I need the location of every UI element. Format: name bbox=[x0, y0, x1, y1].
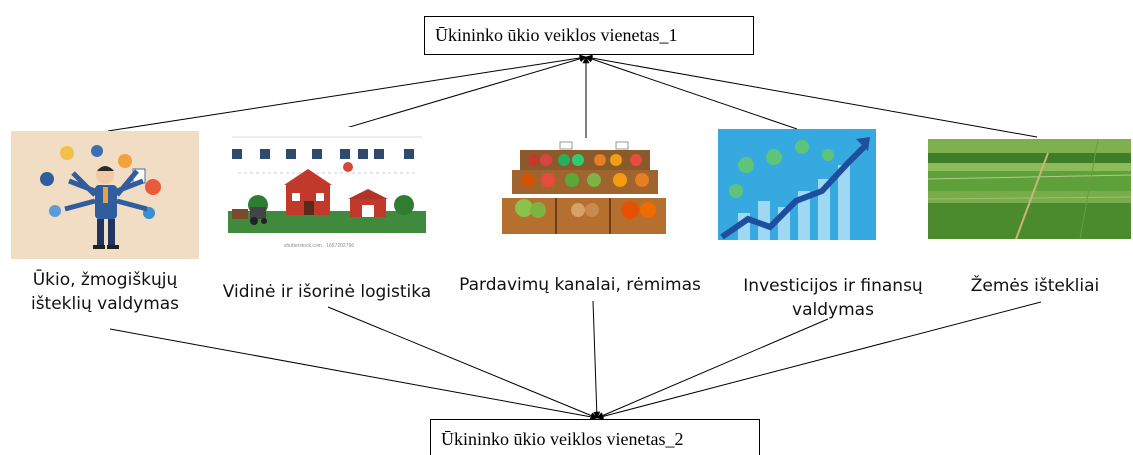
farm-logistics-image: shutterstock.com · 1657202796 bbox=[228, 127, 426, 255]
arrow-category4-to-top bbox=[585, 55, 798, 130]
top-node-box: Ūkininko ūkio veiklos vienetas_1 bbox=[424, 16, 754, 55]
vegetable-market-illustration bbox=[502, 141, 666, 234]
arrow-category4-to-bottom bbox=[596, 318, 829, 419]
top-node-label: Ūkininko ūkio veiklos vienetas_1 bbox=[435, 25, 678, 45]
bottom-node-box: Ūkininko ūkio veiklos vienetas_2 bbox=[430, 419, 760, 455]
arrow-category3-to-bottom bbox=[592, 300, 601, 419]
manager-illustration bbox=[40, 145, 161, 249]
arrow-category5-to-top bbox=[585, 54, 1038, 138]
finance-chart-illustration bbox=[718, 129, 876, 240]
arrow-category5-to-bottom bbox=[596, 301, 1042, 420]
category-label-logistics: Vidinė ir išorinė logistika bbox=[222, 282, 432, 302]
arrow-category1-to-bottom bbox=[109, 328, 598, 421]
category-label-farm-hr-management: Ūkio, žmogiškųjų išteklių valdymas bbox=[30, 270, 180, 314]
arrow-category2-to-bottom bbox=[327, 306, 598, 419]
category-label-land-resources: Žemės ištekliai bbox=[970, 276, 1100, 296]
farmland-photo bbox=[928, 139, 1131, 239]
arrow-category1-to-top bbox=[107, 54, 587, 132]
vegetable-market-image bbox=[498, 138, 680, 240]
bottom-node-label: Ūkininko ūkio veiklos vienetas_2 bbox=[441, 429, 684, 449]
manager-multitasking-image bbox=[11, 131, 199, 259]
arrow-category2-to-top bbox=[335, 55, 587, 132]
finance-chart-image bbox=[718, 129, 876, 240]
farmland-image bbox=[928, 139, 1131, 239]
category-label-investment-finance: Investicijos ir finansų valdymas bbox=[743, 276, 923, 320]
category-label-sales-channels: Pardavimų kanalai, rėmimas bbox=[459, 275, 701, 295]
image-watermark: shutterstock.com · 1657202796 bbox=[284, 243, 354, 249]
farm-logistics-illustration: shutterstock.com · 1657202796 bbox=[228, 136, 426, 249]
